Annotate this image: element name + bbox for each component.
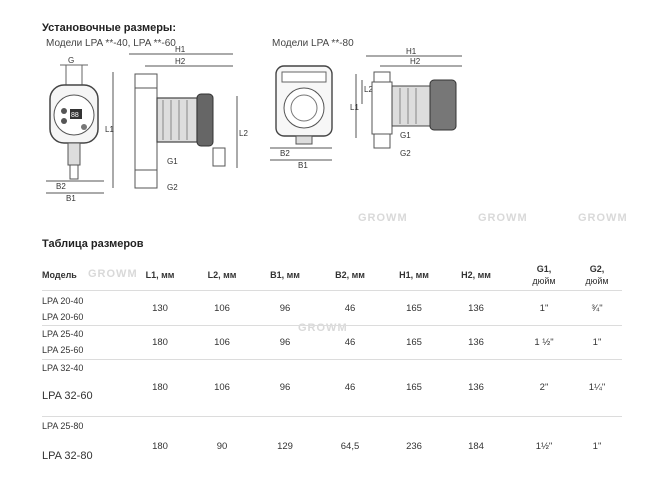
watermark: GROWM — [88, 268, 138, 280]
row1-h2: 136 — [468, 303, 484, 314]
header-g1: G1, — [536, 264, 552, 274]
label-l2: L2 — [239, 129, 248, 138]
label-h1: H1 — [175, 45, 186, 54]
subtitle-right: Модели LPA **-80 — [272, 38, 354, 49]
table-divider — [42, 325, 622, 326]
row1-h1: 165 — [406, 303, 422, 314]
header-h1: H1, мм — [399, 270, 429, 280]
watermark: GROWM — [478, 212, 528, 224]
header-g2: G2, — [589, 264, 605, 274]
row3-g2: 1¼" — [588, 382, 606, 393]
label-g1: G1 — [400, 131, 411, 140]
label-g: G — [68, 56, 74, 65]
label-b1: B1 — [298, 161, 308, 170]
header-g1-unit: дюйм — [532, 276, 556, 286]
pump-front-view-drawing: G 88 B2 B1 — [46, 56, 104, 203]
row3-b1: 96 — [279, 382, 291, 393]
row3-h2: 136 — [468, 382, 484, 393]
row4-model-1: LPA 25-80 — [42, 421, 84, 431]
table-divider — [42, 416, 622, 417]
table-divider — [42, 359, 622, 360]
label-h1: H1 — [406, 47, 417, 56]
row1-model-1: LPA 20-40 — [42, 296, 84, 306]
row3-model-2: LPA 32-60 — [42, 390, 93, 402]
watermark: GROWM — [298, 322, 348, 334]
label-b2: B2 — [56, 182, 66, 191]
row1-l1: 130 — [152, 303, 168, 314]
row3-model-1: LPA 32-40 — [42, 363, 84, 373]
label-l1: L1 — [105, 125, 114, 134]
row2-model-1: LPA 25-40 — [42, 329, 84, 339]
pump-front-view-large-drawing: B2 B1 — [270, 65, 333, 170]
row4-b2: 64,5 — [340, 441, 360, 452]
table-divider — [42, 290, 622, 291]
row4-l2: 90 — [216, 441, 228, 452]
row3-b2: 46 — [344, 382, 356, 393]
label-h2: H2 — [175, 57, 186, 66]
label-h2: H2 — [410, 57, 421, 66]
header-l2: L2, мм — [207, 270, 237, 280]
label-g1: G1 — [167, 157, 178, 166]
header-l1: L1, мм — [145, 270, 175, 280]
row3-h1: 165 — [406, 382, 422, 393]
row2-b1: 96 — [279, 337, 291, 348]
display-digits: 88 — [71, 112, 79, 119]
watermark: GROWM — [358, 212, 408, 224]
header-b1: B1, мм — [270, 270, 300, 280]
row1-l2: 106 — [214, 303, 230, 314]
table-title: Таблица размеров — [42, 238, 144, 250]
row1-g1: 1" — [539, 303, 549, 314]
label-b2: B2 — [280, 149, 290, 158]
row2-l1: 180 — [152, 337, 168, 348]
row1-model-2: LPA 20-60 — [42, 312, 84, 322]
pump-side-view-large-drawing: H1 H2 L1 L2 G1 G2 — [350, 47, 462, 158]
row4-model-2: LPA 32-80 — [42, 450, 93, 462]
header-g2-unit: дюйм — [585, 276, 609, 286]
row2-h1: 165 — [406, 337, 422, 348]
row2-g2: 1" — [592, 337, 602, 348]
row4-b1: 129 — [277, 441, 293, 452]
row2-h2: 136 — [468, 337, 484, 348]
label-l2: L2 — [364, 85, 373, 94]
row4-h2: 184 — [468, 441, 484, 452]
label-g2: G2 — [400, 149, 411, 158]
section-title: Установочные размеры: — [42, 22, 176, 34]
row2-model-2: LPA 25-60 — [42, 345, 84, 355]
subtitle-left: Модели LPA **-40, LPA **-60 — [46, 38, 176, 49]
row3-l2: 106 — [214, 382, 230, 393]
row2-b2: 46 — [344, 337, 356, 348]
row1-g2: ¾" — [591, 303, 603, 314]
row1-b2: 46 — [344, 303, 356, 314]
row4-l1: 180 — [152, 441, 168, 452]
header-b2: B2, мм — [335, 270, 365, 280]
row4-g2: 1" — [592, 441, 602, 452]
row4-g1: 1½" — [535, 441, 553, 452]
pump-side-view-drawing: H1 H2 L1 L2 G1 G2 — [105, 45, 248, 192]
row2-g1: 1 ½" — [534, 337, 554, 348]
header-h2: H2, мм — [461, 270, 491, 280]
label-b1: B1 — [66, 194, 76, 203]
row3-g1: 2" — [539, 382, 549, 393]
header-model: Модель — [42, 270, 77, 280]
label-l1: L1 — [350, 103, 359, 112]
row4-h1: 236 — [406, 441, 422, 452]
row3-l1: 180 — [152, 382, 168, 393]
row2-l2: 106 — [214, 337, 230, 348]
watermark: GROWM — [578, 212, 628, 224]
label-g2: G2 — [167, 183, 178, 192]
row1-b1: 96 — [279, 303, 291, 314]
